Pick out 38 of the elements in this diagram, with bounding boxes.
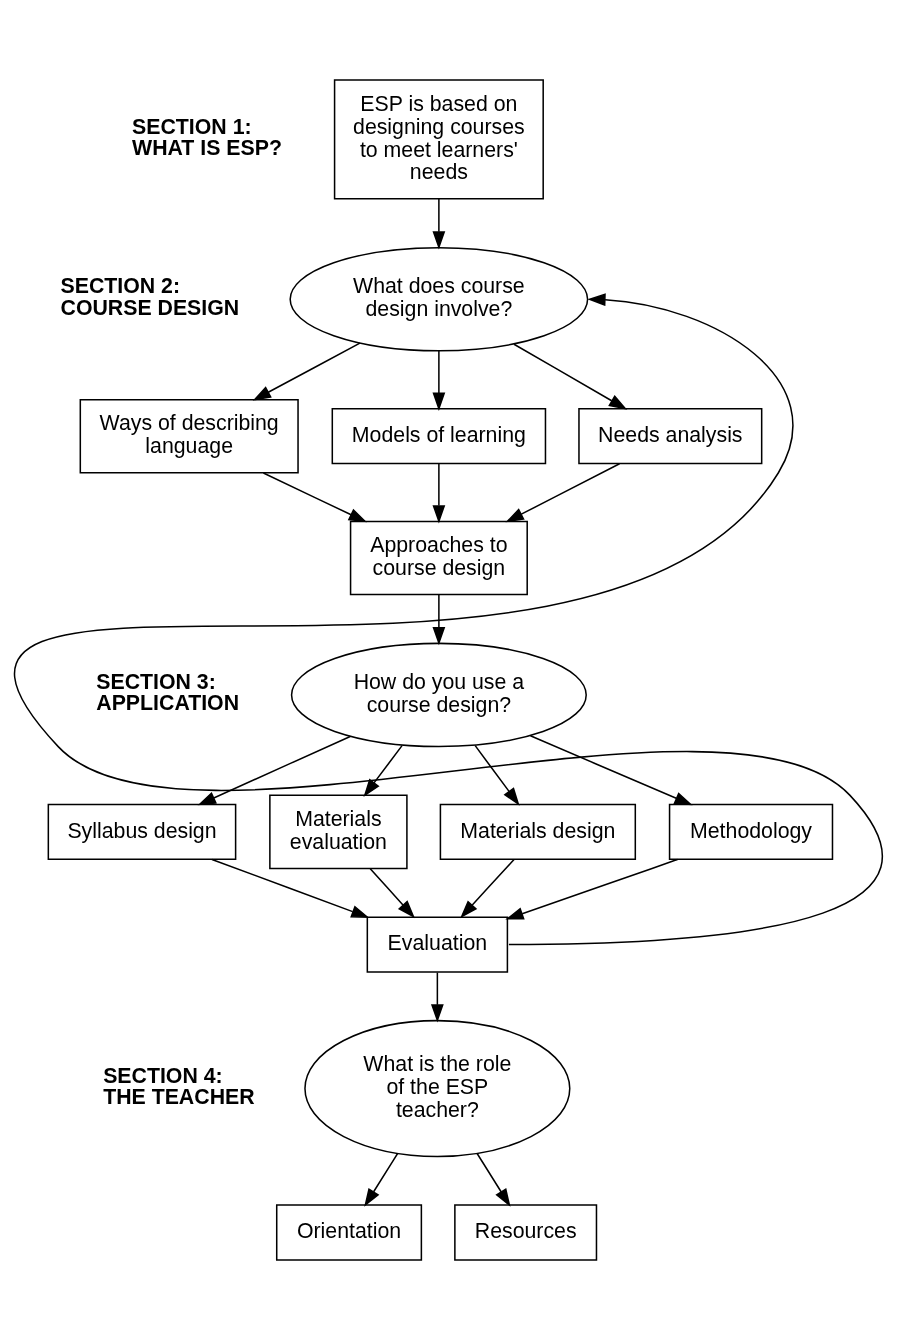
node-box: Approaches to course design (349, 520, 528, 595)
node-ellipse: What does course design involve? (289, 246, 589, 352)
node-ellipse: How do you use a course design? (290, 642, 587, 747)
arrow (262, 471, 367, 522)
arrow (363, 744, 403, 797)
node-box: Evaluation (366, 915, 509, 973)
node-box: Needs analysis (578, 407, 763, 464)
arrow (211, 858, 370, 918)
label: SECTION 3: APPLICATION (96, 669, 240, 715)
node-box: Models of learning (331, 407, 547, 464)
arrow (430, 971, 444, 1023)
node-box: Methodology (668, 803, 834, 860)
arrow (476, 1152, 511, 1207)
node-box: Ways of describing language (79, 398, 299, 473)
arrow (252, 341, 361, 401)
label: SECTION 4: THE TEACHER (103, 1063, 255, 1109)
arrow (197, 735, 351, 805)
label: SECTION 1: WHAT IS ESP? (132, 114, 282, 160)
node-box: Materials evaluation (269, 794, 408, 869)
arrow (432, 593, 446, 645)
node-box: Resources (454, 1203, 598, 1261)
arrow (513, 343, 628, 410)
node-box: Orientation (275, 1203, 423, 1261)
arrow (369, 867, 415, 918)
arrow (474, 744, 520, 806)
arrow (432, 462, 446, 523)
node-box: ESP is based on designing courses to meet learners' needs (333, 78, 544, 200)
arrow (529, 734, 693, 805)
arrow (364, 1152, 399, 1207)
arrow (432, 197, 446, 250)
arrow (460, 858, 515, 918)
node-ellipse: What is the role of the ESP teacher? (304, 1019, 571, 1157)
node-box: Materials design (439, 803, 637, 860)
label: SECTION 2: COURSE DESIGN (60, 273, 240, 320)
arrow (505, 462, 621, 522)
node-box: Syllabus design (47, 803, 237, 860)
arrow (432, 349, 446, 411)
arrow (505, 858, 679, 920)
